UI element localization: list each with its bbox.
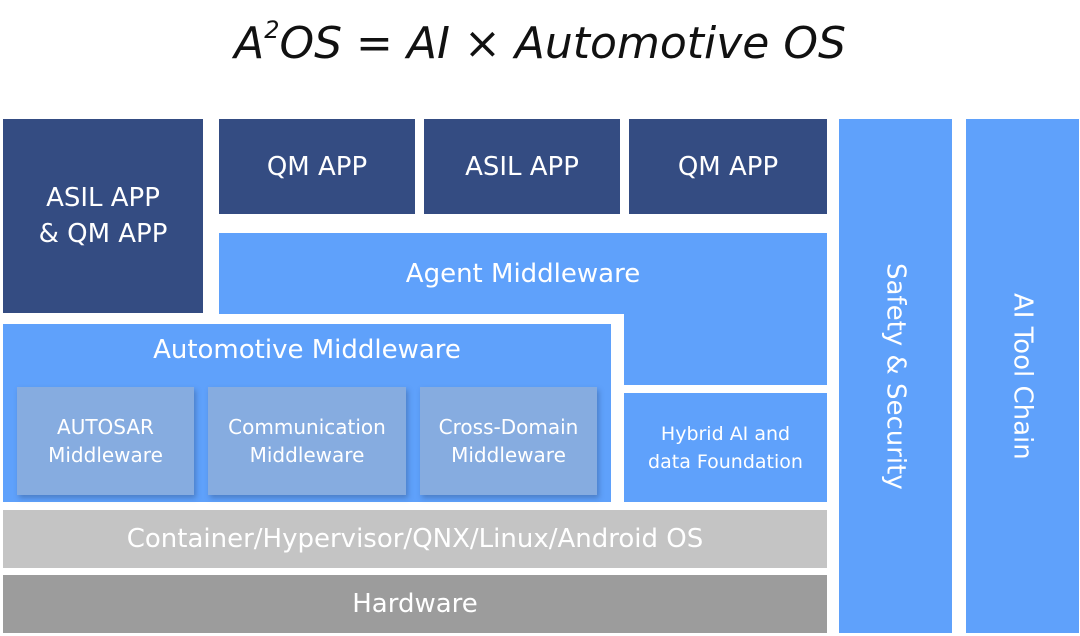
- hybrid-ai-line1: Hybrid AI and: [660, 422, 791, 445]
- qm-app-2-label: QM APP: [677, 151, 779, 182]
- safety-security-block: Safety & Security: [839, 119, 952, 633]
- hybrid-ai-block: Hybrid AI and data Foundation: [624, 393, 827, 502]
- qm-app-block-1: QM APP: [219, 119, 415, 214]
- agent-middleware-extension: [624, 313, 827, 385]
- title-prefix: A: [234, 18, 265, 69]
- communication-line1: Communication: [228, 415, 386, 439]
- diagram-title: A2OS = AI × Automotive OS: [0, 12, 1080, 76]
- communication-line2: Middleware: [249, 443, 365, 467]
- asil-qm-app-block: ASIL APP & QM APP: [3, 119, 203, 313]
- hardware-block: Hardware: [3, 575, 827, 633]
- safety-security-label: Safety & Security: [880, 262, 911, 490]
- os-layer-label: Container/Hypervisor/QNX/Linux/Android O…: [126, 524, 704, 554]
- cross-domain-line2: Middleware: [451, 443, 566, 467]
- ai-tool-chain-label: AI Tool Chain: [1007, 292, 1038, 460]
- asil-qm-app-line2: & QM APP: [38, 219, 168, 249]
- qm-app-1-label: QM APP: [266, 151, 368, 182]
- hardware-label: Hardware: [352, 589, 478, 619]
- autosar-middleware-block: AUTOSAR Middleware: [17, 387, 194, 495]
- cross-domain-line1: Cross-Domain: [438, 415, 579, 439]
- title-superscript: 2: [264, 16, 280, 44]
- autosar-line2: Middleware: [48, 443, 163, 467]
- qm-app-block-2: QM APP: [629, 119, 827, 214]
- communication-middleware-block: Communication Middleware: [208, 387, 406, 495]
- cross-domain-middleware-block: Cross-Domain Middleware: [420, 387, 597, 495]
- agent-middleware-block: Agent Middleware: [219, 233, 827, 314]
- asil-qm-app-line1: ASIL APP: [46, 183, 160, 213]
- asil-app-label: ASIL APP: [465, 151, 579, 182]
- ai-tool-chain-block: AI Tool Chain: [966, 119, 1079, 633]
- asil-app-block: ASIL APP: [424, 119, 620, 214]
- automotive-middleware-label: Automotive Middleware: [153, 335, 461, 365]
- title-rest: OS = AI × Automotive OS: [279, 18, 846, 69]
- hybrid-ai-line2: data Foundation: [648, 450, 803, 473]
- autosar-line1: AUTOSAR: [57, 415, 154, 439]
- os-layer-block: Container/Hypervisor/QNX/Linux/Android O…: [3, 510, 827, 568]
- agent-middleware-label: Agent Middleware: [405, 258, 641, 289]
